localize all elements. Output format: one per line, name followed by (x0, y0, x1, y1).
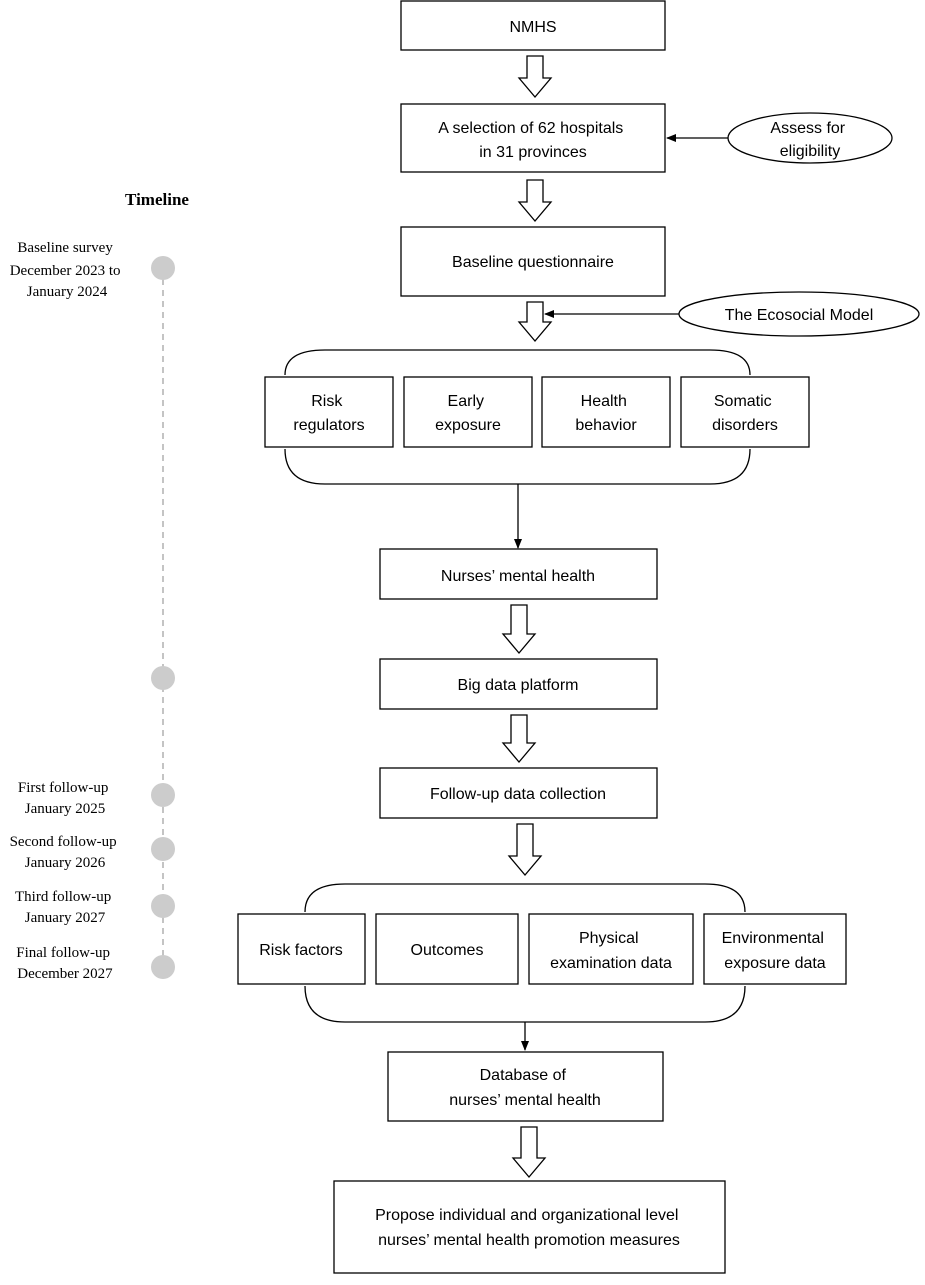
nurses-mental-health-box (379, 548, 658, 600)
timeline-dot-second-followup (151, 837, 175, 861)
timeline-label-baseline: Baseline survey December 2023 to January… (10, 240, 125, 300)
outcomes-box (375, 913, 519, 985)
timeline: Timeline Baseline survey December 2023 t… (10, 190, 190, 982)
risk-factors-box (237, 913, 366, 985)
early-exposure-label: Early exposure (435, 393, 501, 434)
baseline-questionnaire-label: Baseline questionnaire (452, 254, 614, 271)
timeline-dot-third-followup (151, 894, 175, 918)
followup-collection-box (379, 767, 658, 819)
hospital-selection-box (400, 103, 666, 173)
timeline-dot-first-followup (151, 783, 175, 807)
outcomes-label: Outcomes (411, 942, 484, 959)
timeline-title: Timeline (125, 190, 189, 209)
nurses-mental-health-label: Nurses’ mental health (441, 568, 595, 585)
hollow-arrow-1 (517, 55, 553, 99)
big-data-platform-box (379, 658, 658, 710)
hollow-arrow-3 (517, 301, 553, 343)
hollow-arrow-7 (511, 1126, 547, 1179)
database-box (387, 1051, 664, 1122)
timeline-label-first-followup: First follow-up January 2025 (18, 780, 112, 817)
hollow-arrow-5 (501, 714, 537, 764)
hollow-arrow-6 (507, 823, 543, 877)
database-label: Database of nurses’ mental health (449, 1067, 601, 1109)
health-behavior-label: Health behavior (575, 393, 637, 434)
timeline-label-final-followup: Final follow-up December 2027 (16, 945, 114, 982)
timeline-label-second-followup: Second follow-up January 2026 (10, 834, 121, 871)
early-exposure-box (403, 376, 533, 448)
nmhs-box (400, 0, 666, 51)
outcome-group-bottom-bracket (304, 985, 746, 1023)
assess-eligibility-label: Assess for eligibility (770, 120, 849, 160)
outcome-group-top-bracket (304, 883, 746, 913)
hospital-selection-label: A selection of 62 hospitals in 31 provin… (438, 120, 627, 161)
nmhs-label: NMHS (509, 19, 556, 36)
risk-factors-label: Risk factors (259, 942, 343, 959)
physical-examination-box (528, 913, 694, 985)
propose-measures-box (333, 1180, 726, 1274)
timeline-label-third-followup: Third follow-up January 2027 (15, 889, 115, 926)
health-behavior-box (541, 376, 671, 448)
physical-examination-label: Physical examination data (550, 930, 672, 972)
risk-regulators-label: Risk regulators (293, 393, 364, 434)
factor-group-bottom-bracket (284, 448, 751, 485)
timeline-dot-final-followup (151, 955, 175, 979)
timeline-dot-platform (151, 666, 175, 690)
factor-group-top-bracket (284, 349, 751, 376)
timeline-dot-baseline (151, 256, 175, 280)
followup-collection-label: Follow-up data collection (430, 786, 606, 803)
somatic-disorders-box (680, 376, 810, 448)
hollow-arrow-4 (501, 604, 537, 655)
ecosocial-model-label: The Ecosocial Model (725, 307, 874, 324)
baseline-questionnaire-box (400, 226, 666, 297)
environmental-exposure-label: Environmental exposure data (722, 930, 829, 972)
hollow-arrow-2 (517, 179, 553, 223)
somatic-disorders-label: Somatic disorders (712, 393, 778, 434)
risk-regulators-box (264, 376, 394, 448)
environmental-exposure-box (703, 913, 847, 985)
propose-measures-label: Propose individual and organizational le… (375, 1207, 683, 1249)
big-data-platform-label: Big data platform (458, 677, 579, 694)
